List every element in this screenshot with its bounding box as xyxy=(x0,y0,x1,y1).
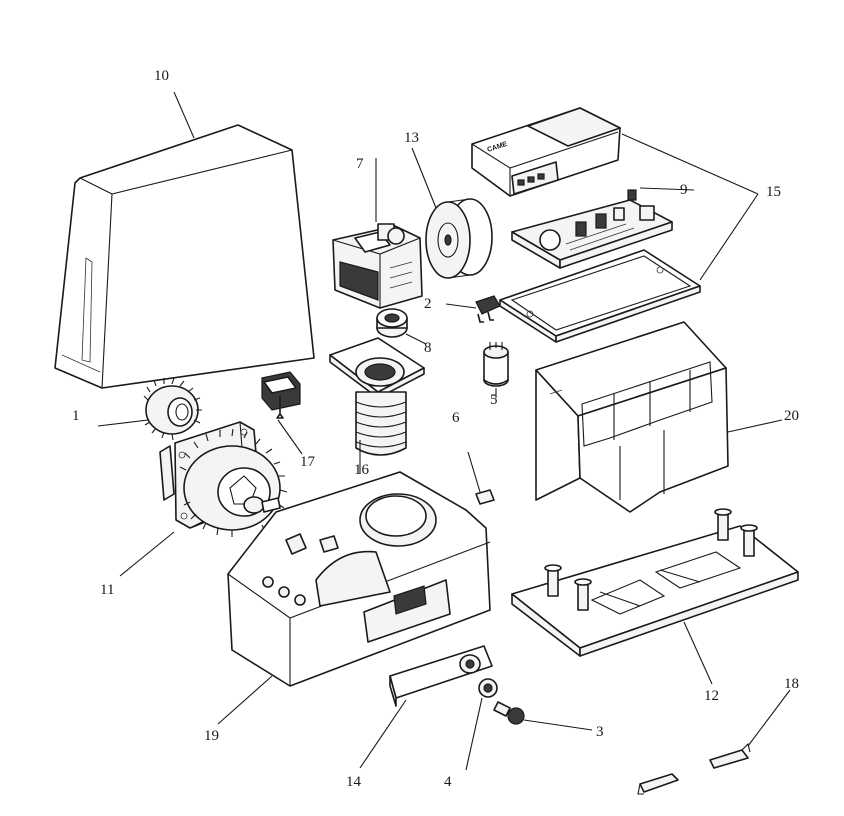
leader-19 xyxy=(217,675,273,725)
callout-6: 6 xyxy=(452,410,460,426)
callout-10: 10 xyxy=(154,68,169,84)
leader-8 xyxy=(405,333,427,345)
callout-5: 5 xyxy=(490,392,498,408)
callout-11: 11 xyxy=(100,582,114,598)
callout-13: 13 xyxy=(404,130,419,146)
leader-9 xyxy=(639,187,695,191)
anchor-bolts xyxy=(544,508,758,611)
part-3-key-lock xyxy=(493,701,593,731)
callout-14: 14 xyxy=(346,774,362,790)
part-20-support-box xyxy=(535,321,783,513)
part-17-limit-switch xyxy=(261,371,301,419)
part-10-cover xyxy=(54,124,315,389)
callout-12: 12 xyxy=(704,688,719,704)
part-5-capacitor xyxy=(483,342,509,387)
part-16-motor xyxy=(329,337,425,474)
callout-3: 3 xyxy=(596,724,604,740)
callout-4: 4 xyxy=(444,774,452,790)
part-14-release-lever xyxy=(359,645,493,769)
callout-1: 1 xyxy=(72,408,80,424)
part-2-connector xyxy=(445,295,501,323)
part-1-drive-pinion xyxy=(143,377,202,441)
callout-16: 16 xyxy=(354,462,370,478)
callout-20: 20 xyxy=(784,408,799,424)
callout-19: 19 xyxy=(204,728,219,744)
callout-8: 8 xyxy=(424,340,432,356)
callout-17: 17 xyxy=(300,454,316,470)
callout-7: 7 xyxy=(356,156,364,172)
leader-17 xyxy=(277,419,303,455)
callout-15: 15 xyxy=(766,184,781,200)
part-4-washer xyxy=(465,678,498,771)
part-8-bushing xyxy=(376,308,408,338)
part-7-encoder-unit xyxy=(332,158,423,309)
part-18-cams xyxy=(637,689,791,795)
leader-10 xyxy=(173,91,195,139)
part-15-control-box: CAME xyxy=(471,107,759,343)
callout-2: 2 xyxy=(424,296,432,312)
part-12-foundation-plate xyxy=(511,508,799,685)
leader-11 xyxy=(119,531,175,577)
part-13-capacitor xyxy=(425,198,493,279)
part-19-base-housing xyxy=(227,471,491,687)
part-11-gearbox xyxy=(159,421,288,537)
part-6-microswitch xyxy=(467,451,495,505)
leader-13 xyxy=(411,147,437,209)
callout-9: 9 xyxy=(680,182,688,198)
leader-1 xyxy=(97,419,149,427)
callout-18: 18 xyxy=(784,676,799,692)
